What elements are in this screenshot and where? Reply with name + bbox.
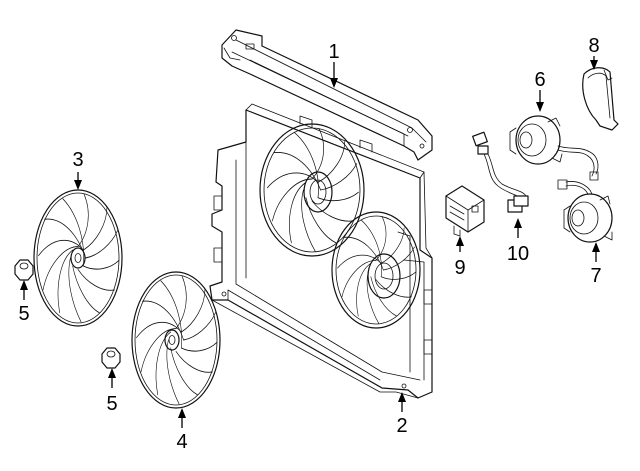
callout-4: 4 bbox=[176, 431, 187, 453]
callout-8: 8 bbox=[588, 35, 599, 57]
fan-nut-upper bbox=[14, 259, 34, 281]
callout-leaders bbox=[20, 56, 600, 428]
callout-10: 10 bbox=[507, 243, 529, 265]
cooling-fan-right bbox=[131, 271, 221, 409]
fan-motor-lower bbox=[557, 179, 613, 243]
callout-5-lower: 5 bbox=[106, 393, 117, 415]
callout-6: 6 bbox=[534, 69, 545, 91]
callout-1: 1 bbox=[328, 41, 339, 63]
fan-relay-module bbox=[445, 185, 485, 237]
motor-cover bbox=[582, 67, 619, 131]
fan-shroud bbox=[209, 103, 433, 399]
callout-3: 3 bbox=[72, 149, 83, 171]
callout-7: 7 bbox=[590, 265, 601, 287]
fan-motor-upper bbox=[509, 115, 599, 181]
callout-5-upper: 5 bbox=[18, 303, 29, 325]
wiring-harness bbox=[472, 131, 529, 213]
callout-2: 2 bbox=[396, 415, 407, 437]
fan-nut-lower bbox=[101, 347, 121, 369]
callout-9: 9 bbox=[454, 257, 465, 279]
cooling-fan-left bbox=[33, 189, 123, 327]
upper-support-bracket bbox=[221, 29, 433, 161]
